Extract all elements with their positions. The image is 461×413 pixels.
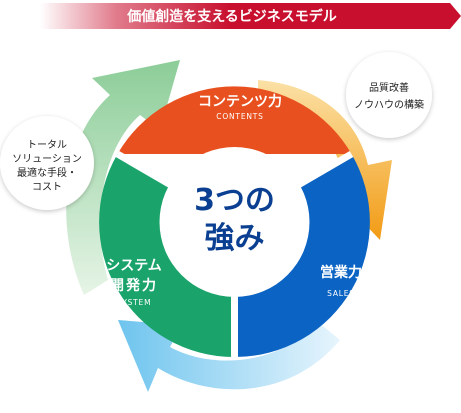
contents-title: コンテンツ力 xyxy=(198,93,282,110)
callout-left-line4: コスト xyxy=(32,182,62,193)
system-title-line2: 開発力 xyxy=(110,277,158,294)
callout-right-line2: ノウハウの構築 xyxy=(354,98,424,111)
contents-subtitle: CONTENTS xyxy=(216,112,263,121)
system-title-line1: システム xyxy=(106,258,162,274)
banner-title: 価値創造を支えるビジネスモデル xyxy=(126,8,337,25)
callout-left-line3: 最適な手段・ xyxy=(17,166,77,179)
callout-left-line1: トータル xyxy=(27,139,67,151)
callout-left-line2: ソリューション xyxy=(12,154,82,165)
callout-right: 品質改善 ノウハウの構築 xyxy=(346,52,432,138)
callout-left: トータル ソリューション 最適な手段・ コスト xyxy=(0,116,94,210)
center-label-line1: 3つの xyxy=(194,183,275,218)
sales-title: 営業力 xyxy=(320,264,362,281)
callout-right-line1: 品質改善 xyxy=(369,81,409,94)
callout-left-bubble xyxy=(0,116,94,210)
header-banner: 価値創造を支えるビジネスモデル xyxy=(40,3,461,29)
center-circle xyxy=(159,147,310,297)
callout-right-bubble xyxy=(346,52,432,138)
banner-ribbon xyxy=(40,3,461,29)
strength-wheel xyxy=(99,86,370,358)
system-subtitle: SYSTEM xyxy=(117,298,152,307)
sales-subtitle: SALES xyxy=(327,289,355,298)
center-label-line2: 強み xyxy=(205,221,265,256)
segment-contents xyxy=(117,86,352,154)
